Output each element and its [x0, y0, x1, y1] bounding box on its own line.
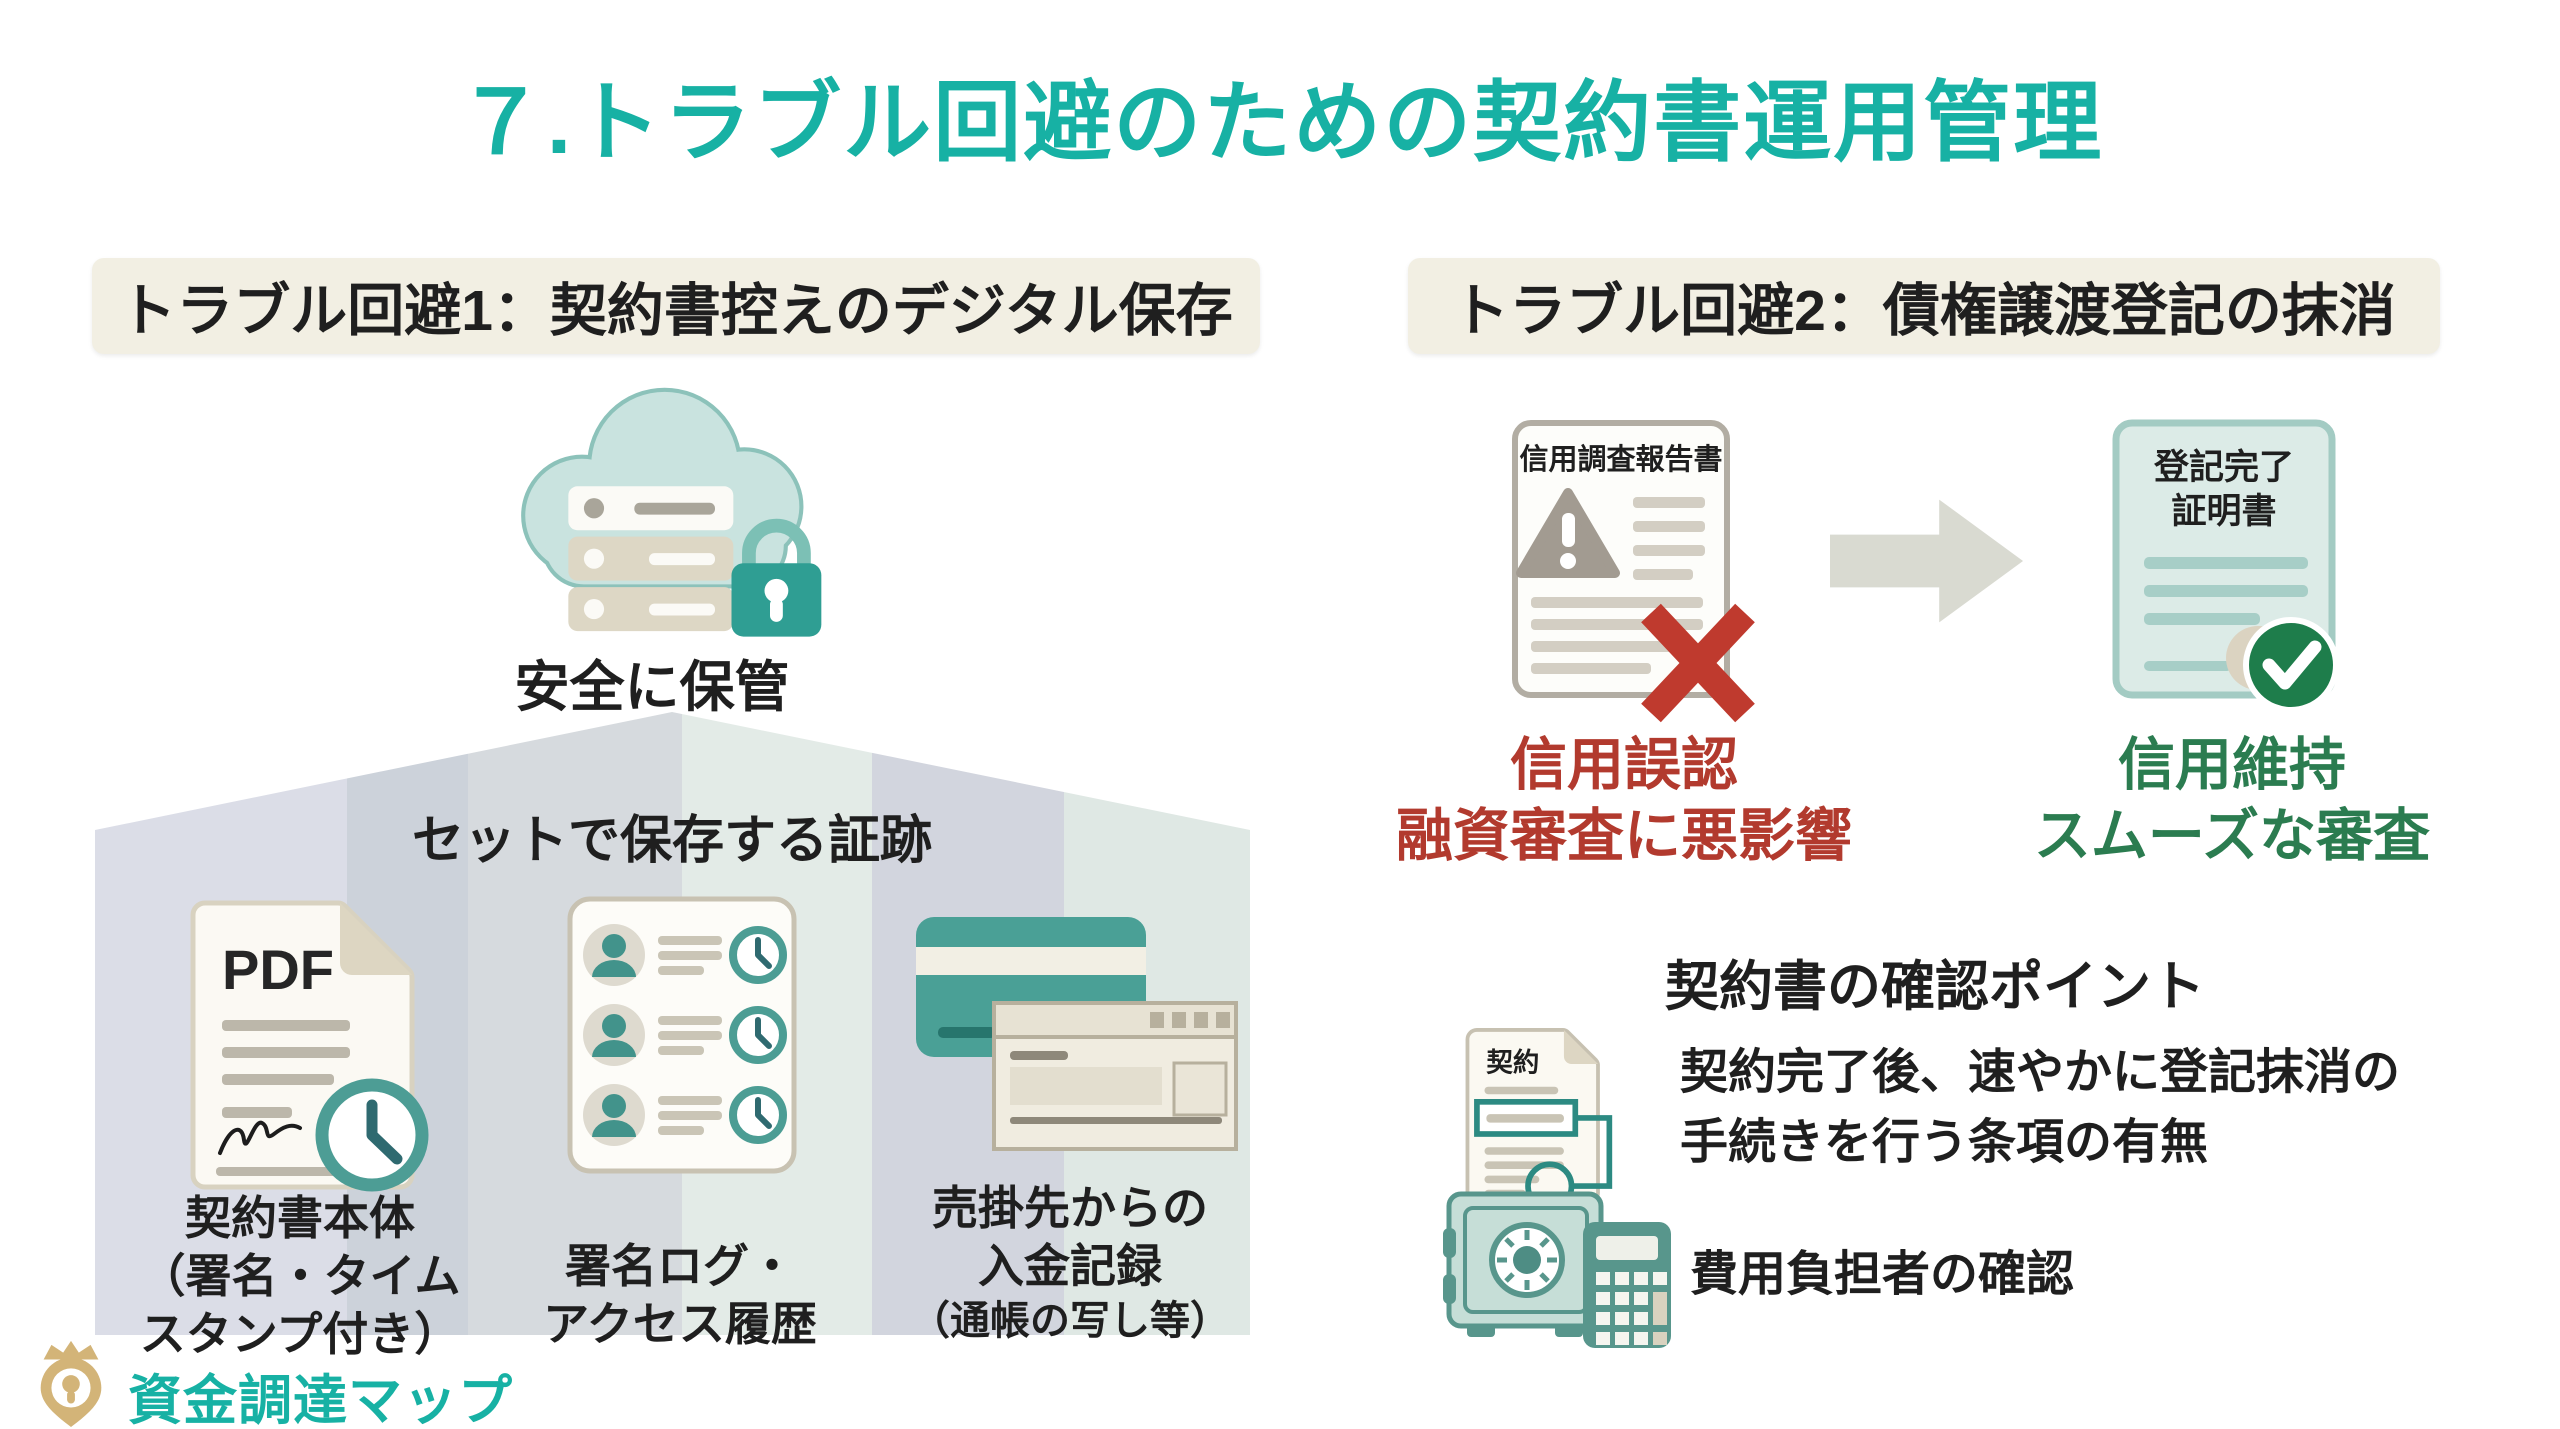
warning-triangle-icon	[1516, 488, 1620, 578]
checkpoint-line: 費用負担者の確認	[1690, 1248, 2075, 1301]
caption-line: 売掛先からの	[932, 1182, 1208, 1234]
cloud-server-lock-icon	[521, 387, 822, 637]
caption-line: 信用維持	[2118, 733, 2346, 797]
registration-certificate-icon: 登記完了 証明書	[2112, 419, 2339, 713]
checkpoint-line: 手続きを行う条項の有無	[1680, 1115, 2209, 1169]
caption-line: 入金記録	[978, 1239, 1162, 1292]
caption-line: スムーズな審査	[2033, 804, 2431, 869]
credit-report-document-icon: 信用調査報告書	[1512, 420, 1755, 723]
connector-bracket	[1571, 1115, 1613, 1189]
checkpoint-item: 契約完了後、速やかに登記抹消の 手続きを行う条項の有無	[1680, 1038, 2500, 1177]
contract-label: 契約	[1485, 1048, 1539, 1078]
credit-report-title: 信用調査報告書	[1519, 443, 1722, 476]
bank-card-passbook-icon	[916, 917, 1238, 1151]
caption-subline: （通帳の写し等）	[910, 1298, 1230, 1343]
pdf-label: PDF	[222, 938, 334, 1001]
log-row	[583, 924, 787, 986]
brand-pin-crown-icon	[40, 1340, 102, 1428]
checkpoint-item: 費用負担者の確認	[1690, 1240, 2390, 1310]
caption-line: 契約書本体	[185, 1192, 415, 1244]
safe-dial	[1489, 1222, 1565, 1298]
caption-line: 融資審査に悪影響	[1396, 804, 1852, 869]
log-row	[583, 1004, 787, 1066]
checkpoints-heading: 契約書の確認ポイント	[1665, 957, 2205, 1017]
signature-squiggle	[218, 1120, 302, 1155]
caption-line: （署名・タイム	[139, 1249, 461, 1302]
pdf-contract-clock-icon: PDF	[190, 900, 429, 1192]
checkpoint-line: 契約完了後、速やかに登記抹消の	[1680, 1046, 2401, 1099]
brand-logo-text: 資金調達マップ	[128, 1371, 513, 1429]
timestamp-clock-icon	[315, 1078, 429, 1192]
caption-line: アクセス履歴	[543, 1297, 817, 1350]
negative-result-caption: 信用誤認 融資審査に悪影響	[1324, 730, 1924, 873]
signature-log-list-icon	[567, 896, 797, 1174]
lock-icon	[731, 518, 822, 637]
caption-line: スタンプ付き）	[139, 1307, 461, 1360]
section-header-digital-storage: トラブル回避1：契約書控えのデジタル保存	[92, 258, 1260, 354]
evidence-item-caption: 売掛先からの 入金記録 （通帳の写し等）	[870, 1180, 1270, 1346]
server-stack	[568, 486, 734, 632]
safe-calculator-icon	[1443, 1191, 1671, 1348]
section-header-right-label: トラブル回避2：債権譲渡登記の抹消	[1452, 279, 2396, 343]
cloud-caption: 安全に保管	[514, 656, 790, 718]
calculator	[1583, 1222, 1671, 1348]
log-row	[583, 1084, 787, 1146]
section-header-registration-cancel: トラブル回避2：債権譲渡登記の抹消	[1408, 258, 2440, 354]
certificate-title-line: 登記完了	[2153, 447, 2294, 487]
x-mark-icon	[1641, 603, 1755, 723]
positive-result-caption: 信用維持 スムーズな審査	[1932, 730, 2532, 873]
caption-line: 署名ログ・	[565, 1240, 795, 1292]
evidence-item-caption: 署名ログ・ アクセス履歴	[495, 1238, 865, 1354]
arrow-right-icon	[1830, 499, 2024, 623]
evidence-item-caption: 契約書本体 （署名・タイム スタンプ付き）	[110, 1190, 490, 1364]
passbook	[992, 1001, 1238, 1151]
page-title: ７.トラブル回避のための契約書運用管理	[456, 73, 2104, 172]
caption-line: 信用誤認	[1510, 733, 1738, 797]
section-header-left-label: トラブル回避1：契約書控えのデジタル保存	[119, 279, 1233, 343]
check-circle-icon	[2243, 617, 2339, 713]
contract-document-icon: 契約	[1465, 1028, 1613, 1209]
house-caption: セットで保存する証跡	[411, 812, 932, 870]
certificate-title-line: 証明書	[2171, 492, 2276, 531]
